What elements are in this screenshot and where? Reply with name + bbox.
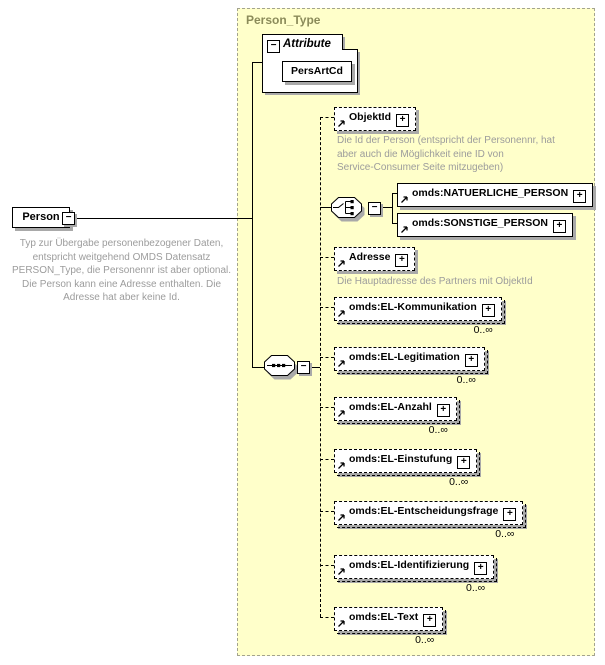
occurrence-label: 0..∞ [449, 476, 469, 488]
expand-button[interactable]: + [423, 614, 437, 627]
element-el-entscheidungsfrage[interactable]: omds:EL-Entscheidungsfrage + 0..∞ [334, 501, 527, 540]
reference-arrow-icon [338, 462, 345, 469]
expand-button[interactable]: + [396, 114, 410, 127]
reference-arrow-icon [338, 568, 345, 575]
attribute-persartcd[interactable]: PersArtCd [282, 61, 352, 82]
occurrence-label: 0..∞ [495, 528, 515, 540]
person-annotation: Typ zur Übergabe personenbezogener Daten… [12, 238, 232, 303]
reference-arrow-icon [338, 410, 345, 417]
connector-line [75, 218, 252, 219]
element-label: omds:EL-Kommunikation [349, 301, 477, 313]
element-label: omds:SONSTIGE_PERSON [412, 217, 548, 229]
attribute-label: PersArtCd [291, 65, 343, 77]
element-label: omds:EL-Einstufung [349, 453, 453, 465]
connector-line [320, 565, 334, 566]
reference-arrow-icon [338, 260, 345, 267]
expand-button[interactable]: + [464, 354, 478, 367]
collapse-button[interactable]: − [62, 212, 75, 225]
connector-line [392, 223, 398, 224]
reference-arrow-icon [338, 620, 345, 627]
connector-line [309, 367, 320, 368]
element-label: omds:EL-Entscheidungsfrage [349, 505, 499, 517]
expand-button[interactable]: + [457, 456, 471, 469]
element-sonstige-person[interactable]: omds:SONSTIGE_PERSON + [397, 213, 573, 237]
collapse-button[interactable]: − [297, 361, 310, 374]
sequence-icon[interactable] [262, 354, 306, 386]
connector-line [392, 193, 398, 194]
element-el-anzahl[interactable]: omds:EL-Anzahl + 0..∞ [334, 397, 460, 436]
connector-line [320, 117, 334, 118]
element-el-identifizierung[interactable]: omds:EL-Identifizierung + 0..∞ [334, 555, 498, 594]
connector-line [252, 367, 265, 368]
element-label: ObjektId [349, 111, 392, 123]
element-natuerliche-person[interactable]: omds:NATUERLICHE_PERSON + [397, 183, 594, 207]
connector-line [320, 511, 334, 512]
reference-arrow-icon [338, 120, 345, 127]
element-el-legitimation[interactable]: omds:EL-Legitimation + 0..∞ [334, 347, 488, 386]
collapse-button[interactable]: − [267, 40, 280, 53]
connector-trunk [320, 117, 321, 617]
reference-arrow-icon [401, 226, 408, 233]
connector-line [320, 459, 334, 460]
connector-line [320, 207, 332, 208]
connector-line [379, 207, 392, 208]
occurrence-label: 0..∞ [466, 582, 486, 594]
occurrence-label: 0..∞ [415, 634, 435, 646]
element-label: omds:EL-Legitimation [349, 351, 460, 363]
expand-button[interactable]: + [503, 508, 517, 521]
expand-button[interactable]: + [481, 304, 495, 317]
expand-button[interactable]: + [573, 190, 587, 203]
occurrence-label: 0..∞ [456, 374, 476, 386]
collapse-button[interactable]: − [368, 202, 381, 215]
element-adresse[interactable]: Adresse + Die Hauptadresse des Partners m… [334, 247, 533, 287]
expand-button[interactable]: + [552, 220, 566, 233]
connector-line [252, 62, 263, 63]
element-el-text[interactable]: omds:EL-Text + 0..∞ [334, 607, 447, 646]
element-label: omds:EL-Anzahl [349, 401, 432, 413]
connector-line [320, 357, 334, 358]
objektid-annotation: Die Id der Person (entspricht der Person… [337, 135, 555, 173]
element-label: omds:EL-Identifizierung [349, 559, 470, 571]
element-label: Person [22, 211, 60, 223]
expand-button[interactable]: + [474, 562, 488, 575]
connector-line [392, 193, 393, 223]
choice-icon[interactable] [329, 196, 373, 228]
element-objektid[interactable]: ObjektId + Die Id der Person (entspricht … [334, 107, 555, 173]
element-el-einstufung[interactable]: omds:EL-Einstufung + 0..∞ [334, 449, 481, 488]
expand-button[interactable]: + [395, 254, 409, 267]
element-label: Adresse [349, 251, 391, 263]
expand-button[interactable]: + [436, 404, 450, 417]
element-person[interactable]: Person Typ zur Übergabe personenbezogene… [12, 207, 231, 303]
reference-arrow-icon [338, 310, 345, 317]
person-type-label: Person_Type [246, 13, 321, 27]
attribute-section-label: Attribute [283, 38, 331, 50]
reference-arrow-icon [401, 196, 408, 203]
connector-line [252, 62, 253, 367]
connector-line [320, 307, 334, 308]
element-label: omds:EL-Text [349, 611, 419, 623]
connector-line [320, 257, 334, 258]
connector-line [320, 617, 334, 618]
occurrence-label: 0..∞ [473, 324, 493, 336]
occurrence-label: 0..∞ [428, 424, 448, 436]
adresse-annotation: Die Hauptadresse des Partners mit Objekt… [337, 276, 533, 287]
element-label: omds:NATUERLICHE_PERSON [412, 187, 569, 199]
reference-arrow-icon [338, 514, 345, 521]
reference-arrow-icon [338, 360, 345, 367]
element-el-kommunikation[interactable]: omds:EL-Kommunikation + 0..∞ [334, 297, 505, 336]
connector-line [320, 407, 334, 408]
